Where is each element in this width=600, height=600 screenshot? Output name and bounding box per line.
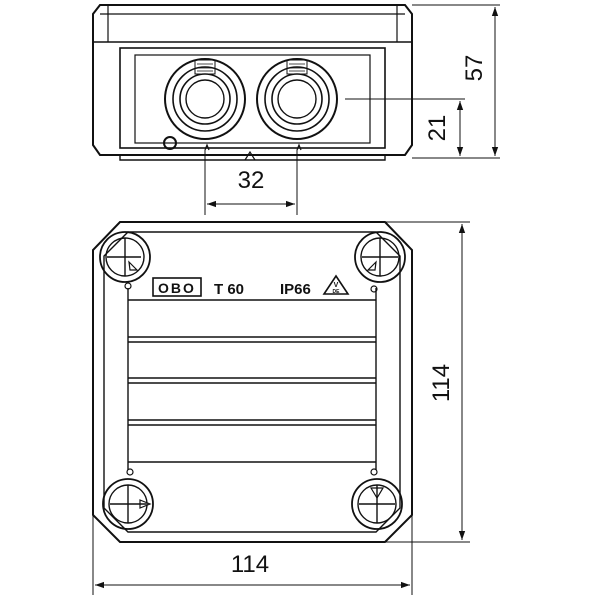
screw-bottom-right: [351, 468, 403, 530]
lid-rating-label: IP66: [280, 281, 311, 298]
lid-outline: [92, 221, 413, 543]
dim-label-114-horizontal: 114: [231, 551, 269, 578]
lid-model-label: T 60: [214, 281, 244, 298]
dim-label-32: 32: [238, 167, 265, 194]
dim-label-57: 57: [461, 55, 488, 82]
screw-bottom-left: [102, 468, 154, 530]
certification-mark-icon: [322, 274, 350, 295]
dim-label-21: 21: [424, 115, 451, 142]
side-inner-frame: [119, 47, 386, 149]
brand-logo-text: OBO: [158, 280, 196, 296]
dim-label-114-vertical: 114: [428, 364, 455, 402]
side-lid-shadow: [100, 5, 405, 42]
lid-grooves: [128, 299, 376, 463]
top-dimensions: [92, 221, 470, 595]
cert-mark-top: V: [334, 282, 339, 289]
top-view: [92, 221, 413, 543]
cable-gland-right: [256, 58, 338, 140]
side-inner-panel: [134, 54, 371, 144]
side-small-hole: [163, 136, 177, 150]
screw-top-left: [99, 231, 151, 290]
screw-top-right: [354, 231, 406, 293]
side-view: [92, 4, 413, 161]
cert-mark-bottom: DE: [333, 289, 341, 295]
cable-gland-left: [164, 58, 246, 140]
side-base-edge: [119, 155, 386, 161]
lid-inner-outline: [103, 231, 401, 533]
side-housing-outline: [92, 4, 413, 156]
side-dimensions: [204, 4, 500, 215]
brand-logo-box: [152, 277, 202, 297]
side-base-marks: [204, 143, 302, 161]
